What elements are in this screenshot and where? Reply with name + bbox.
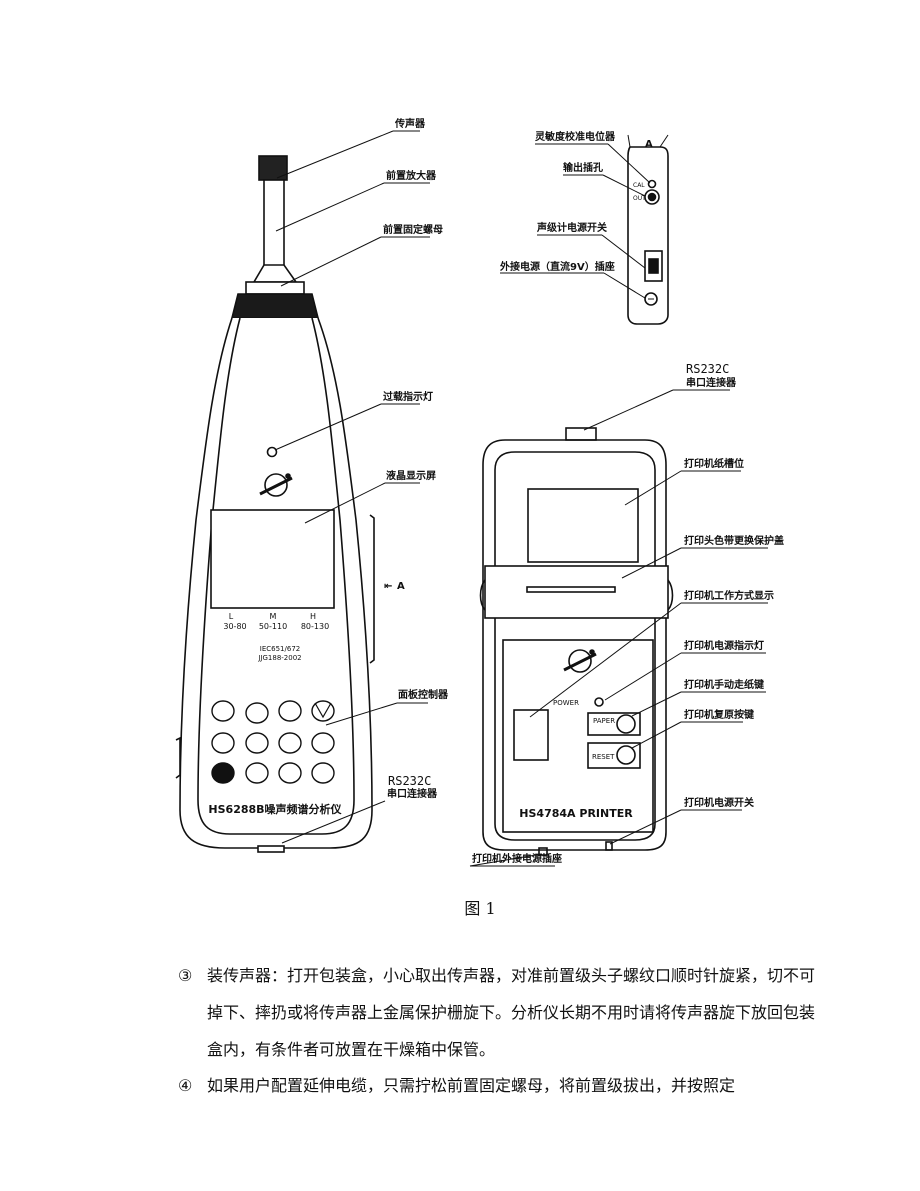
- label-meter-serial: 串口连接器: [387, 787, 438, 800]
- label-overload-lamp: 过载指示灯: [383, 390, 433, 403]
- printer-power-text: POWER: [553, 699, 579, 707]
- mark-out: OUT: [633, 195, 646, 202]
- mark-cal: CAL: [633, 182, 645, 189]
- power-lamp: [594, 697, 604, 707]
- standard-jjg: JJG188-2002: [257, 654, 301, 662]
- meter-model: HS6288B噪声频谱分析仪: [208, 802, 342, 816]
- mode-display: [513, 709, 549, 761]
- label-preamp-nut: 前置固定螺母: [383, 223, 443, 236]
- label-mode-display: 打印机工作方式显示: [684, 589, 774, 602]
- range-l-span: 30-80: [223, 622, 246, 631]
- range-m-span: 50-110: [259, 622, 287, 631]
- label-panel-keys: 面板控制器: [398, 688, 449, 701]
- paragraph-3-text: 装传声器：打开包装盒，小心取出传声器，对准前置级头子螺纹口顺时针旋紧，切不可掉下…: [207, 966, 816, 1059]
- microphone: [258, 155, 288, 181]
- printer: [479, 427, 674, 856]
- meter-serial-port: [257, 845, 285, 853]
- printer-power-switch: [605, 841, 613, 851]
- paper-slot-window: [527, 488, 639, 563]
- side-view-a: [627, 134, 669, 325]
- reset-key-frame[interactable]: [587, 742, 641, 769]
- label-reset-key: 打印机复原按键: [684, 708, 755, 721]
- side-power-switch: [644, 250, 663, 282]
- label-power-lamp: 打印机电源指示灯: [684, 639, 764, 652]
- label-printer-rs232c: RS232C: [686, 362, 729, 376]
- lcd-screen: [210, 509, 335, 609]
- label-ext-power: 外接电源（直流9V）插座: [499, 260, 615, 273]
- label-preamp: 前置放大器: [386, 169, 437, 182]
- label-side-power-switch: 声级计电源开关: [536, 221, 607, 234]
- paragraph-4-number: ④: [178, 1076, 193, 1095]
- cal-pot: [647, 179, 657, 189]
- side-view-arrow: ⇤: [384, 581, 393, 592]
- paragraph-4: ④ 如果用户配置延伸电缆，只需拧松前置固定螺母，将前置级拔出，并按照定: [178, 1067, 818, 1104]
- paragraph-3-number: ③: [178, 966, 193, 985]
- paper-key-knob[interactable]: [616, 714, 636, 734]
- printer-leader-lines: [469, 389, 768, 867]
- meter-leader-lines: [274, 130, 430, 844]
- label-printer-ext-power: 打印机外接电源插座: [472, 852, 562, 865]
- figure-1-diagram: 传声器 前置放大器 前置固定螺母 过载指示灯 液晶显示屏 面板控制器 RS232…: [175, 117, 784, 867]
- standard-iec: IEC651/672: [260, 645, 300, 653]
- reset-key-knob[interactable]: [616, 745, 636, 765]
- side-view-title: A: [645, 139, 653, 150]
- label-lcd: 液晶显示屏: [386, 469, 436, 482]
- output-jack: [644, 189, 660, 205]
- range-h-name: H: [310, 612, 316, 621]
- label-cal-pot: 灵敏度校准电位器: [535, 130, 616, 143]
- meter-keypad: [211, 700, 335, 784]
- reset-key-label: RESET: [592, 753, 615, 761]
- printer-panel: [502, 639, 654, 833]
- label-printer-power-switch: 打印机电源开关: [684, 796, 754, 809]
- brand-logo: [259, 473, 293, 497]
- paragraph-4-text: 如果用户配置延伸电缆，只需拧松前置固定螺母，将前置级拔出，并按照定: [207, 1076, 736, 1095]
- printer-rs232-port: [565, 427, 597, 441]
- figure-caption: 图 1: [464, 899, 496, 918]
- label-microphone: 传声器: [394, 117, 426, 130]
- label-output-jack: 输出插孔: [563, 161, 603, 174]
- sound-level-meter: [175, 155, 375, 853]
- label-meter-rs232c: RS232C: [388, 774, 431, 788]
- paper-key-frame[interactable]: [587, 712, 641, 736]
- label-paper-slot: 打印机纸槽位: [684, 457, 744, 470]
- side-leader-lines: [500, 143, 651, 299]
- printer-model: HS4784A PRINTER: [519, 807, 633, 820]
- side-view-marker: A: [397, 581, 405, 592]
- overload-lamp: [266, 446, 278, 458]
- preamp-nut: [245, 281, 305, 295]
- paper-key-label: PAPER: [593, 717, 615, 725]
- paragraph-3: ③ 装传声器：打开包装盒，小心取出传声器，对准前置级头子螺纹口顺时针旋紧，切不可…: [178, 957, 818, 1068]
- range-l-name: L: [229, 612, 234, 621]
- label-feed-key: 打印机手动走纸键: [684, 678, 765, 691]
- label-printer-serial: 串口连接器: [686, 376, 737, 389]
- printer-logo: [563, 649, 597, 673]
- range-m-name: M: [270, 612, 277, 621]
- preamplifier: [263, 179, 285, 271]
- ext-power-socket: [644, 292, 658, 306]
- label-ribbon-cover: 打印头色带更换保护盖: [684, 534, 784, 547]
- printer-body: [482, 439, 667, 851]
- range-h-span: 80-130: [301, 622, 329, 631]
- printer-ext-power: [538, 847, 548, 856]
